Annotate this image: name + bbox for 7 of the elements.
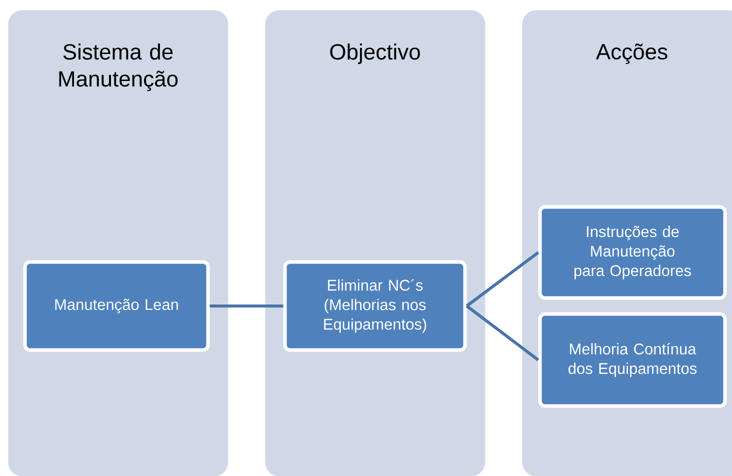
connector-line [466,304,540,362]
process-box: Instruções de Manutenção para Operadores [538,205,727,300]
connector-line [466,251,540,308]
connector-line [210,304,284,308]
process-box: Manutenção Lean [23,260,210,352]
process-box: Melhoria Contínua dos Equipamentos [538,312,727,408]
process-box: Eliminar NC´s (Melhorias nos Equipamentos) [283,260,467,352]
